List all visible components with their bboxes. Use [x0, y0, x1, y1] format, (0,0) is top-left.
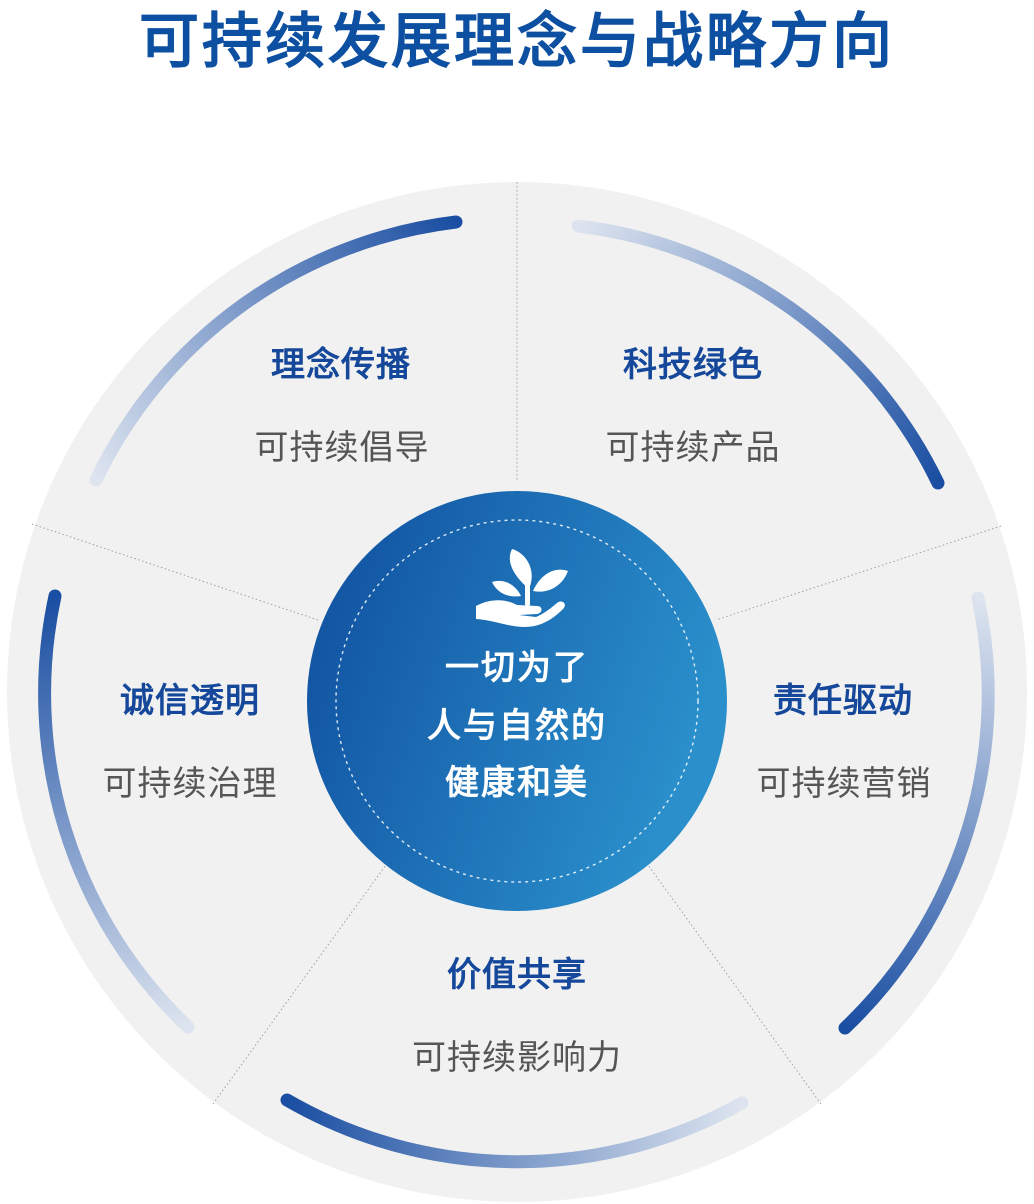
segment-title-responsibility: 责任驱动: [773, 681, 913, 721]
page-title: 可持续发展理念与战略方向: [139, 7, 895, 77]
hand-with-sprout-icon: [476, 549, 568, 627]
core-text-line-2: 人与自然的: [427, 706, 607, 746]
segment-subtitle-responsibility: 可持续营销: [756, 764, 932, 804]
segment-arcs: [38, 215, 995, 1169]
segment-subtitle-tech: 可持续产品: [605, 428, 781, 468]
core-dashed-ring: [335, 519, 699, 883]
segment-title-tech: 科技绿色: [623, 345, 763, 385]
arc-top-right: [571, 219, 945, 490]
core-text-line-3: 健康和美: [445, 763, 589, 803]
arc-top-left: [89, 215, 463, 487]
arc-bottom: [280, 1093, 749, 1169]
arc-left: [38, 589, 195, 1034]
arc-right: [838, 591, 995, 1035]
segment-title-value: 价值共享: [447, 955, 587, 995]
segment-title-concept: 理念传播: [271, 345, 411, 385]
segment-subtitle-concept: 可持续倡导: [254, 428, 430, 468]
core-text-line-1: 一切为了: [445, 648, 589, 688]
core-circle: [307, 491, 727, 911]
segment-dividers: [31, 182, 1002, 1105]
segment-title-integrity: 诚信透明: [120, 681, 260, 721]
segment-subtitle-integrity: 可持续治理: [102, 764, 278, 804]
segment-subtitle-value: 可持续影响力: [412, 1038, 622, 1078]
